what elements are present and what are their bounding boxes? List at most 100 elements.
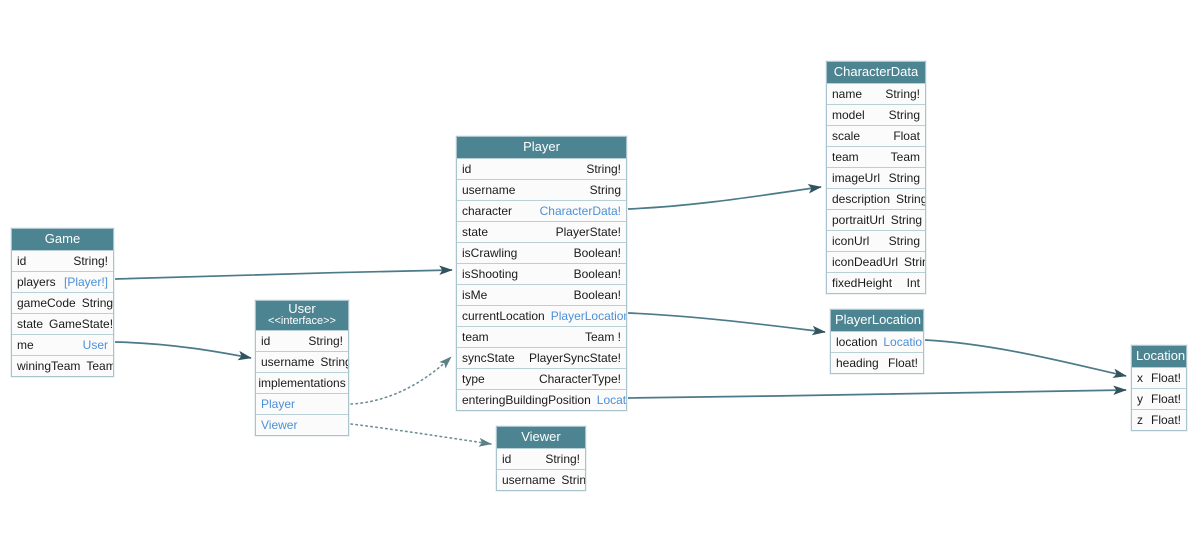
field-row[interactable]: implementations (256, 372, 348, 393)
relationship-edge (350, 423, 492, 447)
field-type: Int (906, 275, 920, 290)
field-row[interactable]: name String! (827, 83, 925, 104)
field-name: heading (836, 355, 879, 370)
field-name: state (17, 316, 44, 331)
field-type: String! (586, 161, 621, 176)
field-type: CharacterData! (539, 203, 621, 218)
field-type: String (890, 212, 923, 227)
field-type: String (561, 472, 585, 487)
field-type: String (589, 182, 621, 197)
entity-header-player: Player (457, 137, 626, 158)
field-name: isCrawling (462, 245, 518, 260)
field-name: id (502, 451, 512, 466)
field-row[interactable]: currentLocation PlayerLocation! (457, 305, 626, 326)
field-row[interactable]: type CharacterType! (457, 368, 626, 389)
field-type: PlayerSyncState! (528, 350, 621, 365)
field-type: Float! (1150, 391, 1181, 406)
field-row[interactable]: iconDeadUrlString (827, 251, 925, 272)
field-type: String (888, 170, 920, 185)
field-name: username (462, 182, 516, 197)
field-type: Float! (1150, 412, 1181, 427)
field-type: Float (893, 128, 920, 143)
field-row[interactable]: username String (457, 179, 626, 200)
field-name: currentLocation (462, 308, 545, 323)
field-name: Player (261, 396, 296, 411)
field-type: PlayerLocation! (550, 308, 626, 323)
entity-header-viewer: Viewer (497, 427, 585, 448)
field-row[interactable]: state GameState! (12, 313, 113, 334)
field-type: String! (81, 295, 113, 310)
entity-viewer[interactable]: Viewer id String! username String (496, 426, 586, 491)
field-name: team (462, 329, 489, 344)
field-row[interactable]: y Float! (1132, 388, 1186, 409)
entity-header-game: Game (12, 229, 113, 250)
entity-user[interactable]: User<<interface>> id String! usernameString… (255, 300, 349, 436)
entity-playerlocation[interactable]: PlayerLocationlocationLocation!headingFl… (830, 309, 924, 374)
field-row[interactable]: locationLocation! (831, 331, 923, 352)
field-type: String! (308, 333, 343, 348)
relationship-edge (350, 356, 452, 405)
field-name: username (502, 472, 556, 487)
entity-header-playerlocation: PlayerLocation (831, 310, 923, 331)
entity-title: Game (44, 231, 81, 246)
field-row[interactable]: id String! (497, 448, 585, 469)
field-type: String! (885, 86, 920, 101)
field-name: iconUrl (832, 233, 870, 248)
field-type: String! (545, 451, 580, 466)
field-name: description (832, 191, 891, 206)
field-row[interactable]: id String! (256, 330, 348, 351)
field-row[interactable]: gameCode String! (12, 292, 113, 313)
field-row[interactable]: enteringBuildingPositionLocation (457, 389, 626, 410)
field-type: String (896, 191, 925, 206)
field-type: Location! (883, 334, 923, 349)
relationship-edge (114, 341, 252, 361)
entity-header-user: User<<interface>> (256, 301, 348, 330)
field-row[interactable]: id String! (457, 158, 626, 179)
field-name: name (832, 86, 863, 101)
field-name: team (832, 149, 859, 164)
field-name: state (462, 224, 489, 239)
field-name: enteringBuildingPosition (462, 392, 591, 407)
field-row[interactable]: Player (256, 393, 348, 414)
field-row[interactable]: description String (827, 188, 925, 209)
field-row[interactable]: username String (497, 469, 585, 490)
field-name: id (261, 333, 271, 348)
field-type: GameState! (49, 316, 113, 331)
field-name: me (17, 337, 34, 352)
relationship-edge (924, 339, 1127, 378)
field-row[interactable]: Viewer (256, 414, 348, 435)
field-type: CharacterType! (538, 371, 621, 386)
field-type: Team (86, 358, 113, 373)
field-name: y (1137, 391, 1143, 406)
field-name: gameCode (17, 295, 76, 310)
field-name: type (462, 371, 485, 386)
field-name: id (462, 161, 472, 176)
field-row[interactable]: players[Player!] (12, 271, 113, 292)
